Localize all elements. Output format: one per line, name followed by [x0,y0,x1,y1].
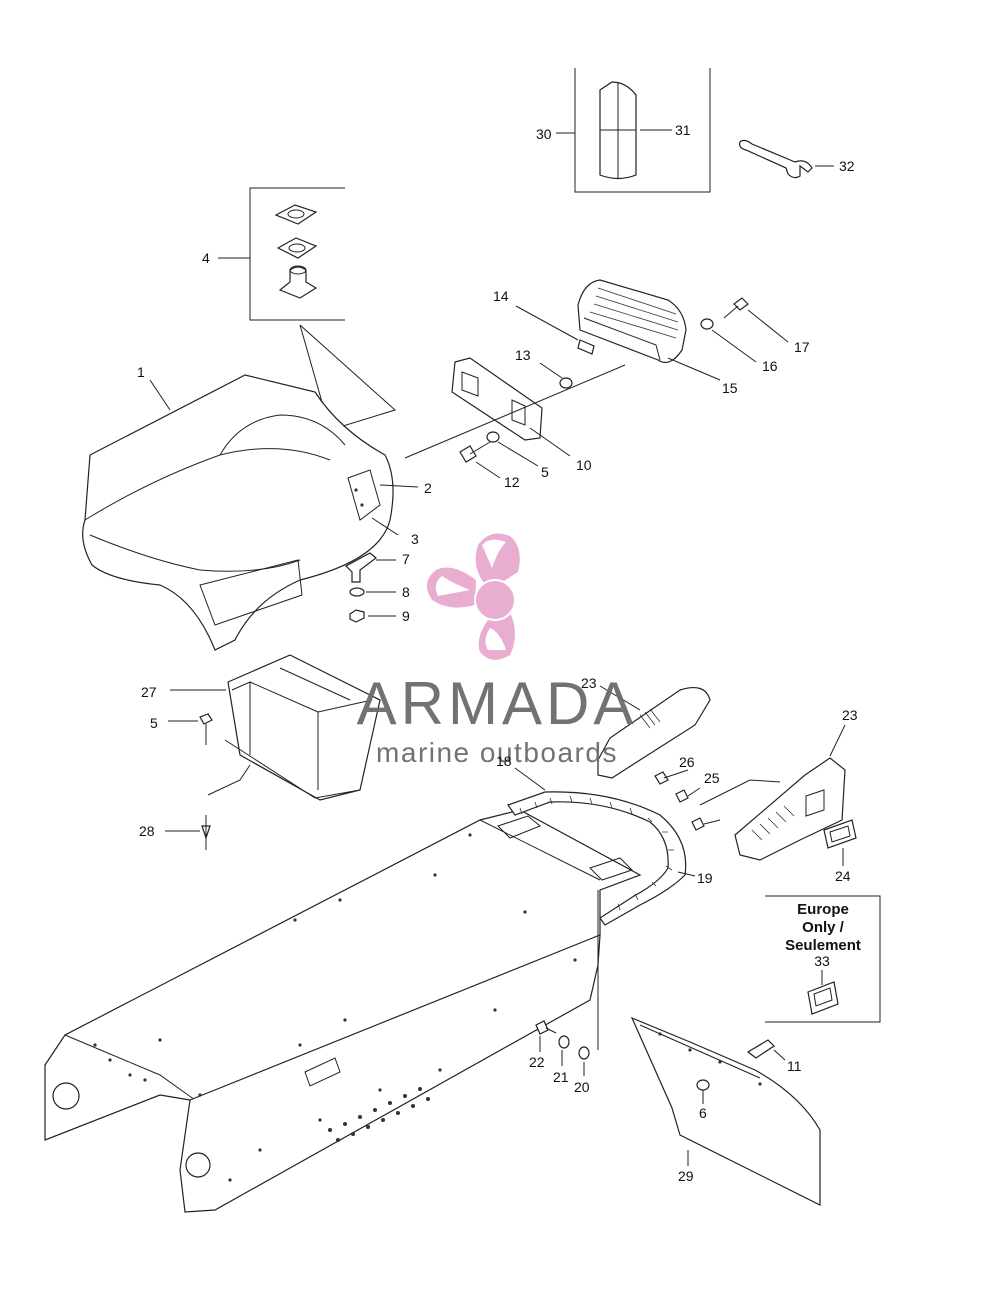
snowflap-bracket-23-left [597,685,711,779]
tunnel-rivets [93,833,577,1182]
callout-20: 20 [574,1079,590,1095]
snowflap-29 [630,1016,821,1206]
europe-note-line3: Seulement [785,937,861,954]
callout-30: 30 [536,126,552,142]
taillight-bracket-10 [404,357,626,459]
wrench-32 [739,139,834,179]
seat-1 [82,374,419,651]
nut-9 [349,609,396,623]
callout-17: 17 [794,339,810,355]
callout-26: 26 [679,754,695,770]
callout-23: 23 [581,675,597,691]
screw-lower [691,817,721,831]
europe-note-line2: Only / [802,919,845,936]
snowflap-bracket-23-right [699,724,846,861]
screw-25 [675,787,701,803]
callout-28: 28 [139,823,155,839]
callout-3: 3 [411,531,419,547]
reflector-24 [823,819,857,866]
rivet-11 [746,1039,786,1061]
bracket-7 [345,552,396,583]
screw-26 [654,769,689,785]
europe-note-line1: Europe [797,901,849,918]
callout-18: 18 [496,753,512,769]
nut-6 [696,1079,710,1104]
running-board-holes [328,1087,430,1142]
callout-23b: 23 [842,707,858,723]
callout-25: 25 [704,770,720,786]
propeller-icon [426,533,520,660]
callout-15: 15 [722,380,738,396]
callout-labels: 1 2 3 4 5 5 6 7 8 9 10 11 12 13 14 15 16… [137,122,858,1184]
washer-13 [539,362,573,389]
taillight-15 [577,279,721,381]
screw-17 [723,297,789,343]
storage-tray-27 [170,654,381,801]
callout-1: 1 [137,364,145,380]
callout-22: 22 [529,1054,545,1070]
callout-14: 14 [493,288,509,304]
rivet-28 [165,815,211,850]
washer-5-top [486,431,539,467]
callout-8: 8 [402,584,410,600]
callout-5b: 5 [150,715,158,731]
washer-8 [349,587,396,597]
screw-12 [459,441,501,479]
brand-tagline: marine outboards [376,737,618,768]
screw-14 [515,305,595,355]
washer-16 [700,318,757,363]
armada-logo: ARMADA marine outboards [357,533,638,768]
callout-6: 6 [699,1105,707,1121]
callout-9: 9 [402,608,410,624]
callout-32: 32 [839,158,855,174]
europe-only-box: Europe Only / Seulement 33 [765,895,881,1023]
callout-33: 33 [814,953,830,969]
callout-13: 13 [515,347,531,363]
callout-29: 29 [678,1168,694,1184]
tunnel-chassis [44,809,642,1213]
callout-16: 16 [762,358,778,374]
callout-5: 5 [541,464,549,480]
callout-10: 10 [576,457,592,473]
callout-24: 24 [835,868,851,884]
brand-name: ARMADA [357,670,638,737]
callout-27: 27 [141,684,157,700]
grab-handle-18 [507,767,696,926]
fasteners-20-22 [535,890,599,1076]
callout-31: 31 [675,122,691,138]
callout-19: 19 [697,870,713,886]
fastener-5-left [168,713,213,745]
callout-11: 11 [787,1058,802,1074]
callout-12: 12 [504,474,520,490]
kit-box-4 [218,187,396,431]
callout-4: 4 [202,250,210,266]
callout-2: 2 [424,480,432,496]
callout-7: 7 [402,551,410,567]
kit-box-30 [556,68,711,193]
callout-21: 21 [553,1069,569,1085]
